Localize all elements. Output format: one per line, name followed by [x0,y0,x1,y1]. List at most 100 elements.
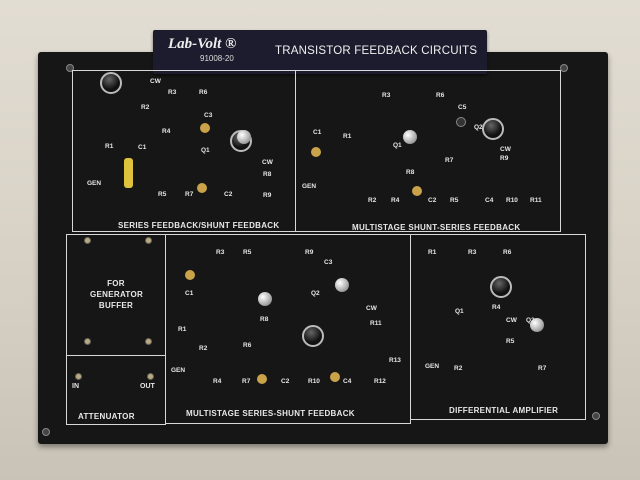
component-label: C1 [138,144,147,151]
component-label: R2 [368,197,377,204]
component-label: R10 [506,197,518,204]
component-label: C5 [458,104,467,111]
component-label: R4 [213,378,222,385]
panel-title: MULTISTAGE SERIES-SHUNT FEEDBACK [186,409,355,418]
component-label: Q2 [311,290,320,297]
component-label: R5 [243,249,252,256]
component-label: R2 [454,365,463,372]
capacitor [311,147,321,157]
component-label: R9 [263,192,272,199]
component-label: R1 [178,326,187,333]
capacitor [412,186,422,196]
potentiometer-knob[interactable] [482,118,504,140]
component-label: R9 [500,155,509,162]
board-title: TRANSISTOR FEEDBACK CIRCUITS [275,45,478,57]
component-label: Q1 [455,308,464,315]
header-strip: Lab-Volt ® 91008-20 TRANSISTOR FEEDBACK … [153,30,487,74]
panel-title: SERIES FEEDBACK/SHUNT FEEDBACK [118,221,280,230]
capacitor-axial [124,158,133,188]
component-label: R3 [168,89,177,96]
jack[interactable] [75,373,82,380]
component-label: CW [500,146,511,153]
component-label: R6 [503,249,512,256]
jack[interactable] [147,373,154,380]
component-label: GEN [87,180,102,187]
component-label: C3 [204,112,213,119]
component-label: R7 [538,365,547,372]
component-label: R10 [308,378,320,385]
screw [42,428,50,436]
lab-volt-logo: Lab-Volt ® [168,36,237,52]
component-label: R1 [428,249,437,256]
component-label: R11 [530,197,542,204]
component-label: CW [506,317,517,324]
panel-title: ATTENUATOR [78,412,135,421]
transistor [335,278,349,292]
in-label: IN [72,383,79,390]
component-label: R5 [506,338,515,345]
component-label: Q2 [526,317,535,324]
component-label: C3 [324,259,333,266]
component-label: C1 [185,290,194,297]
potentiometer-knob[interactable] [302,325,324,347]
jack[interactable] [145,338,152,345]
component-label: R12 [374,378,386,385]
component-label: R4 [391,197,400,204]
component-label: R13 [389,357,401,364]
component-label: R5 [450,197,459,204]
component-label: Q2 [474,124,483,131]
component-label: GEN [425,363,440,370]
model-number: 91008-20 [200,54,234,63]
component-label: R9 [305,249,314,256]
component-label: Q1 [393,142,402,149]
transistor [237,130,251,144]
component-label: R3 [382,92,391,99]
panel-differential-amplifier [410,234,586,420]
component-label: R2 [199,345,208,352]
panel-title: DIFFERENTIAL AMPLIFIER [449,406,559,415]
capacitor [185,270,195,280]
component-label: C1 [313,129,322,136]
component-label: R6 [199,89,208,96]
capacitor [200,123,210,133]
component-label: R5 [158,191,167,198]
capacitor [257,374,267,384]
component-label: R6 [436,92,445,99]
component-label: Q1 [201,147,210,154]
panel-series-shunt-multistage [165,234,411,424]
component-label: R8 [406,169,415,176]
component-label: C4 [343,378,352,385]
jack[interactable] [145,237,152,244]
component-label: R7 [185,191,194,198]
component-label: R4 [492,304,501,311]
component-label: R3 [468,249,477,256]
component-label: R6 [243,342,252,349]
screw [592,412,600,420]
out-label: OUT [140,383,155,390]
transistor [258,292,272,306]
component-label: C2 [281,378,290,385]
transistor [403,130,417,144]
screw [66,64,74,72]
component-label: R11 [370,320,382,327]
component-label: CW [366,305,377,312]
capacitor [197,183,207,193]
jack[interactable] [84,338,91,345]
component-label: CW [150,78,161,85]
component-label: GEN [171,367,186,374]
component-label: R4 [162,128,171,135]
trainer-board [38,52,608,444]
jack[interactable] [84,237,91,244]
component-label: CW [262,159,273,166]
component-label: C2 [224,191,233,198]
component-label: R8 [260,316,269,323]
component-label: R1 [105,143,114,150]
component-label: C4 [485,197,494,204]
potentiometer-knob[interactable] [490,276,512,298]
panel-title: FOR GENERATOR BUFFER [90,279,144,310]
capacitor [330,372,340,382]
capacitor [456,117,466,127]
component-label: R7 [242,378,251,385]
panel-title: MULTISTAGE SHUNT-SERIES FEEDBACK [352,223,521,232]
potentiometer-knob[interactable] [100,72,122,94]
